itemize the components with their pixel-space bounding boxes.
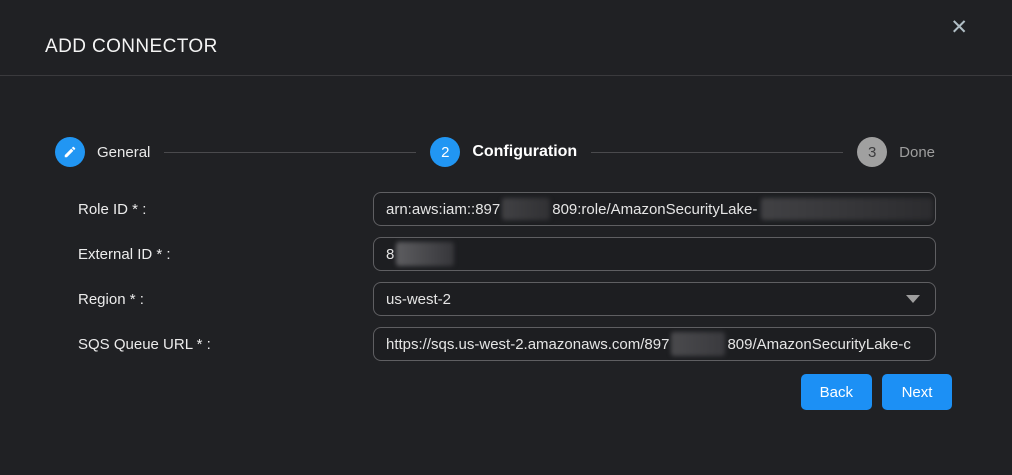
region-label: Region * : bbox=[78, 290, 144, 308]
external-id-value-part: 8 bbox=[386, 245, 395, 263]
redacted-text bbox=[671, 332, 726, 356]
role-id-value-part: arn:aws:iam::897 bbox=[386, 200, 501, 218]
step-done: 3 Done bbox=[857, 137, 935, 167]
region-selected-value: us-west-2 bbox=[386, 290, 452, 308]
close-icon[interactable]: ✕ bbox=[950, 16, 968, 39]
redacted-text bbox=[761, 198, 934, 220]
step-done-label: Done bbox=[899, 143, 936, 161]
external-id-input[interactable]: 8 bbox=[373, 237, 936, 271]
redacted-text bbox=[502, 198, 551, 220]
sqs-queue-url-input[interactable]: https://sqs.us-west-2.amazonaws.com/897 … bbox=[373, 327, 936, 361]
role-id-label: Role ID * : bbox=[78, 200, 147, 218]
step-general-label: General bbox=[97, 143, 151, 161]
role-id-row: Role ID * : arn:aws:iam::897 809:role/Am… bbox=[78, 192, 936, 226]
sqs-url-value-part: https://sqs.us-west-2.amazonaws.com/897 bbox=[386, 335, 670, 353]
role-id-input[interactable]: arn:aws:iam::897 809:role/AmazonSecurity… bbox=[373, 192, 936, 226]
dialog-header: ADD CONNECTOR ✕ bbox=[0, 0, 1012, 76]
region-select[interactable]: us-west-2 bbox=[373, 282, 936, 316]
redacted-text bbox=[396, 242, 455, 266]
step-configuration[interactable]: 2 Configuration bbox=[430, 137, 577, 167]
back-button[interactable]: Back bbox=[800, 374, 872, 410]
wizard-stepper: General 2 Configuration 3 Done bbox=[55, 137, 935, 167]
region-row: Region * : us-west-2 bbox=[78, 282, 936, 316]
pencil-icon bbox=[55, 137, 85, 167]
step-general[interactable]: General bbox=[55, 137, 150, 167]
configuration-form: Role ID * : arn:aws:iam::897 809:role/Am… bbox=[78, 192, 936, 361]
stepper-connector bbox=[591, 151, 844, 153]
sqs-queue-url-label: SQS Queue URL * : bbox=[78, 335, 211, 353]
role-id-value-part: 809:role/AmazonSecurityLake- bbox=[552, 200, 758, 218]
external-id-row: External ID * : 8 bbox=[78, 237, 936, 271]
dialog-title: ADD CONNECTOR bbox=[45, 36, 218, 57]
next-button[interactable]: Next bbox=[882, 374, 952, 410]
sqs-queue-url-row: SQS Queue URL * : https://sqs.us-west-2.… bbox=[78, 327, 936, 361]
chevron-down-icon bbox=[906, 295, 920, 303]
step-configuration-label: Configuration bbox=[472, 143, 578, 160]
dialog-footer: Back Next bbox=[0, 374, 952, 410]
external-id-label: External ID * : bbox=[78, 245, 171, 263]
step-3-badge: 3 bbox=[857, 137, 888, 167]
stepper-connector bbox=[164, 151, 417, 153]
sqs-url-value-part: 809/AmazonSecurityLake-c bbox=[727, 335, 911, 353]
step-2-badge: 2 bbox=[430, 137, 461, 167]
